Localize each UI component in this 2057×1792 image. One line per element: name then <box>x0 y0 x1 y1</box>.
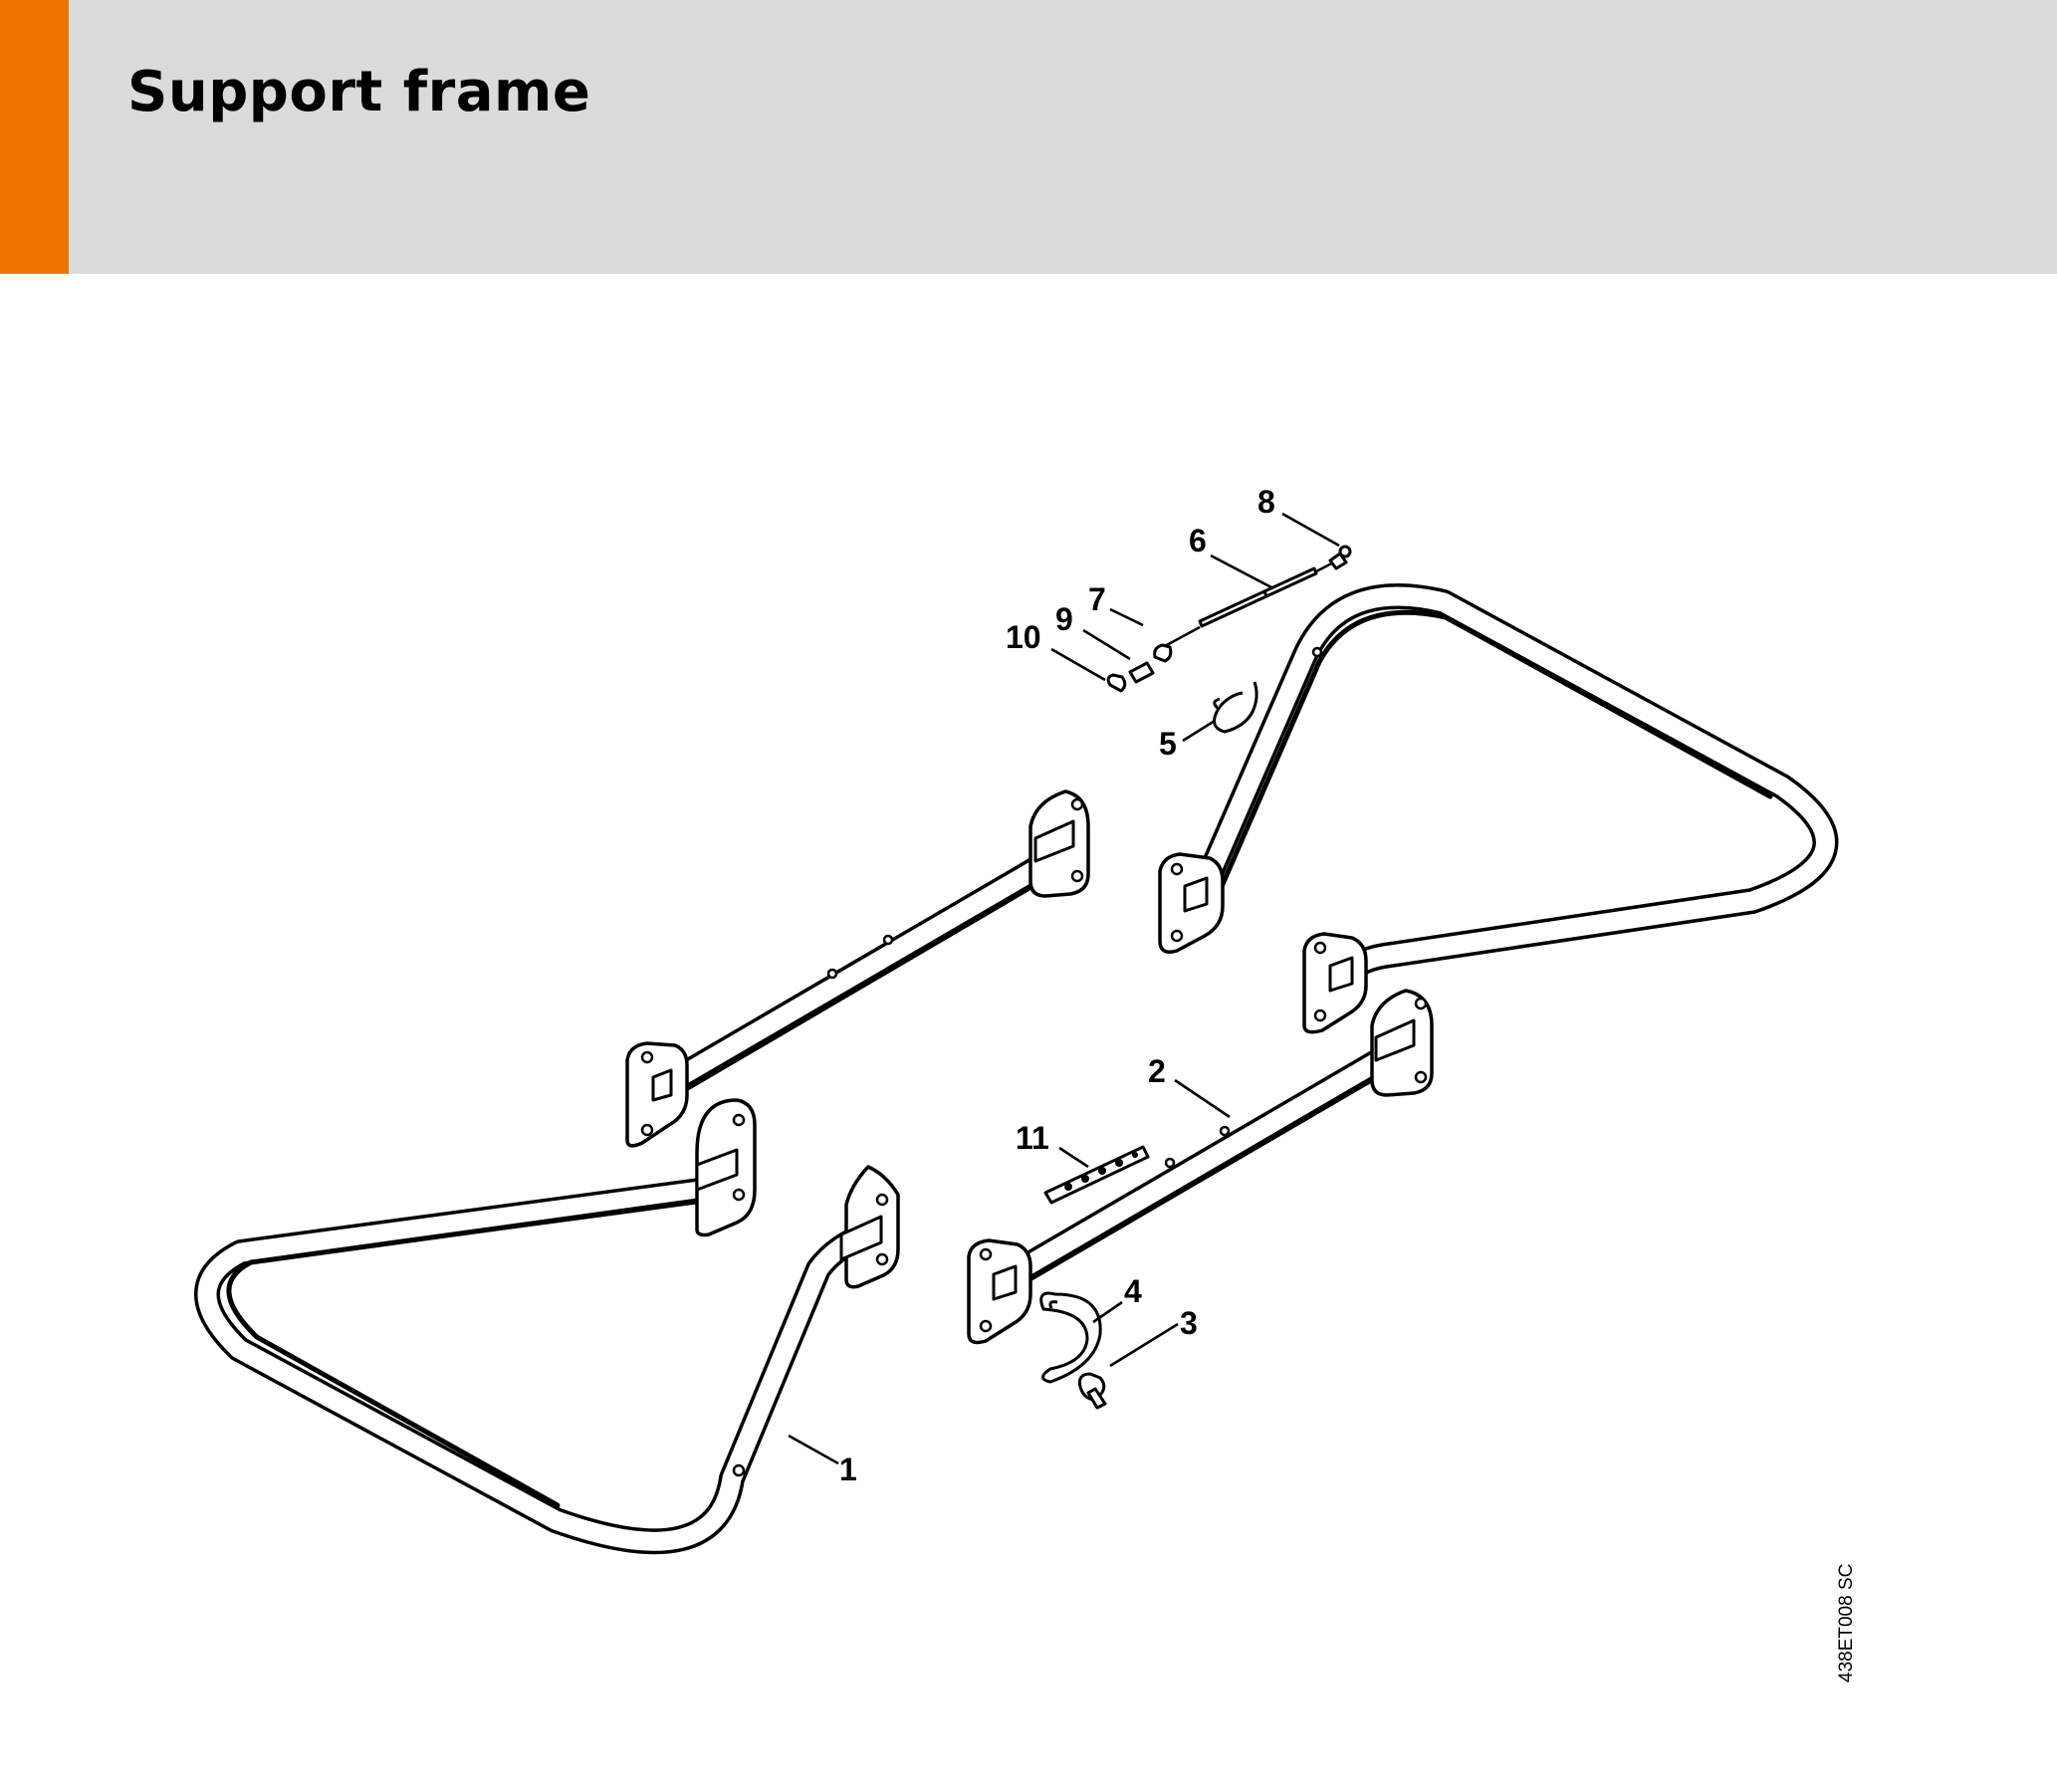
callout-3: 3 <box>1180 1305 1198 1341</box>
mounting-plate-front-right <box>839 1165 900 1289</box>
end-cap <box>1106 673 1127 693</box>
callout-7: 7 <box>1088 581 1106 617</box>
leader-lines <box>788 512 1340 1465</box>
header-bar <box>0 0 2057 274</box>
cable-nipple <box>1153 643 1173 663</box>
callout-10: 10 <box>1006 619 1041 655</box>
callout-5: 5 <box>1159 726 1177 762</box>
retaining-clip <box>1039 1291 1102 1384</box>
hairpin-clip <box>1213 681 1258 734</box>
spring-sleeve <box>1128 661 1155 684</box>
warning-decal <box>1043 1145 1150 1205</box>
callout-4: 4 <box>1124 1273 1142 1309</box>
callout-11: 11 <box>1016 1120 1049 1156</box>
mounting-plate-rear-right <box>1028 789 1090 898</box>
ball-end <box>1338 545 1352 559</box>
callout-2: 2 <box>1148 1053 1166 1089</box>
callout-9: 9 <box>1055 601 1073 637</box>
callout-1: 1 <box>839 1452 857 1487</box>
drawing-code: 438ET008 SC <box>1836 1563 1857 1682</box>
cable-rod <box>1162 558 1340 649</box>
support-frame-tube-front <box>194 1177 887 1555</box>
crossbar-rear <box>644 833 1088 1106</box>
tube-hole <box>732 1463 746 1477</box>
callout-8: 8 <box>1257 484 1275 520</box>
crossbar-front <box>983 1030 1422 1299</box>
mounting-plate-front-left <box>695 1098 757 1237</box>
callout-6: 6 <box>1189 523 1207 559</box>
mounting-plate-rear-frame-left <box>1158 852 1225 954</box>
accent-bar <box>0 0 69 274</box>
page-title: Support frame <box>127 60 591 124</box>
mounting-plate-rear-left <box>625 1041 689 1148</box>
mounting-plate-rear-frame-right <box>1302 932 1368 1034</box>
support-frame-tube-rear <box>1192 583 1839 994</box>
mounting-plate-front-crossbar-right <box>1370 989 1434 1097</box>
screw <box>1078 1372 1107 1410</box>
mounting-plate-front-crossbar-left <box>967 1238 1032 1345</box>
